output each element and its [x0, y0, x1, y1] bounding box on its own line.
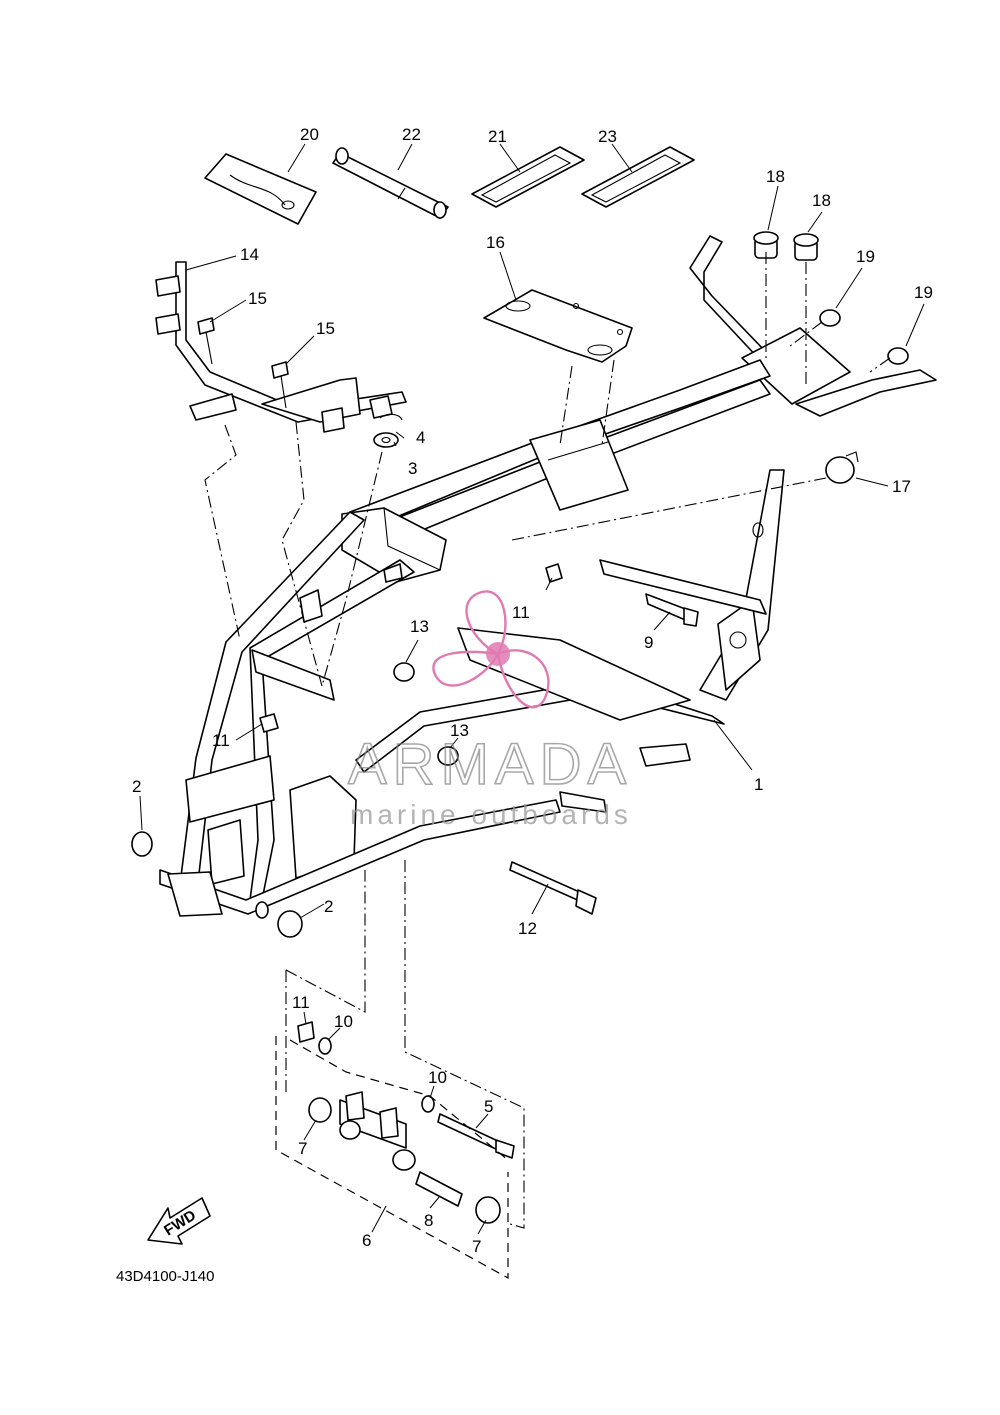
part-12-bolt	[509, 861, 597, 915]
callout-16: 16	[486, 233, 505, 252]
callout-7a: 7	[298, 1139, 307, 1158]
callout-6: 6	[362, 1231, 371, 1250]
watermark-brand: ARMADA	[348, 732, 632, 797]
dash-lines-top	[204, 252, 891, 687]
callout-8: 8	[424, 1211, 433, 1230]
part-1-main-frame	[159, 235, 937, 917]
callout-1: 1	[754, 775, 763, 794]
part-11-nuts	[259, 563, 563, 733]
part-20-bag	[204, 153, 317, 225]
part-9-bolt	[645, 593, 699, 627]
part-11-nut-lower	[297, 1021, 315, 1043]
part-23-strap	[581, 146, 695, 208]
part-6-mount-bracket	[339, 1091, 416, 1171]
callout-15a: 15	[248, 289, 267, 308]
watermark: ARMADA marine outboards	[347, 590, 632, 830]
callout-13a: 13	[410, 617, 429, 636]
callout-15b: 15	[316, 319, 335, 338]
part-2-caps	[131, 831, 303, 938]
callout-19b: 19	[914, 283, 933, 302]
callout-20: 20	[300, 125, 319, 144]
watermark-tagline: marine outboards	[350, 799, 632, 830]
drawing-code: 43D4100-J140	[116, 1268, 214, 1285]
callout-2b: 2	[324, 897, 333, 916]
callout-2a: 2	[132, 777, 141, 796]
part-19-dampers	[819, 309, 909, 365]
part-17-clamp	[825, 451, 859, 484]
group-outline-lower	[275, 860, 525, 1280]
parts-3-4-washer	[373, 413, 403, 448]
callout-12: 12	[518, 919, 537, 938]
callout-18b: 18	[812, 191, 831, 210]
part-5-bolt	[437, 1113, 515, 1159]
callout-3: 3	[408, 459, 417, 478]
callout-11a: 11	[512, 603, 530, 622]
fwd-arrow-icon: FWD	[147, 1197, 211, 1245]
callout-14: 14	[240, 245, 259, 264]
callout-leaders	[139, 143, 925, 1235]
callout-10b: 10	[428, 1068, 447, 1087]
part-10-washers	[318, 1037, 435, 1113]
part-14-handle-bracket	[155, 261, 407, 433]
part-13-caps	[393, 662, 459, 766]
callout-21: 21	[488, 127, 507, 146]
watermark-propeller-logo	[432, 590, 550, 709]
part-22-shaft	[332, 147, 449, 219]
callout-9: 9	[644, 633, 653, 652]
part-21-strap	[471, 146, 585, 208]
callout-23: 23	[598, 127, 617, 146]
callout-11b: 11	[212, 731, 230, 750]
callout-4: 4	[416, 428, 425, 447]
callout-17: 17	[892, 477, 911, 496]
part-16-plate	[483, 289, 633, 363]
part-18-grommets	[753, 231, 819, 261]
callout-10a: 10	[334, 1012, 353, 1031]
callout-19a: 19	[856, 247, 875, 266]
callout-numbers: 20 22 21 23 16 18 18 19 19 14 15 15 4 3 …	[132, 125, 933, 1256]
callout-5: 5	[484, 1097, 493, 1116]
callout-11c: 11	[292, 993, 310, 1012]
callout-13b: 13	[450, 721, 469, 740]
part-8-collar	[415, 1171, 463, 1207]
callout-18a: 18	[766, 167, 785, 186]
part-7-bushings	[308, 1097, 501, 1224]
callout-7b: 7	[472, 1237, 481, 1256]
callout-22: 22	[402, 125, 421, 144]
